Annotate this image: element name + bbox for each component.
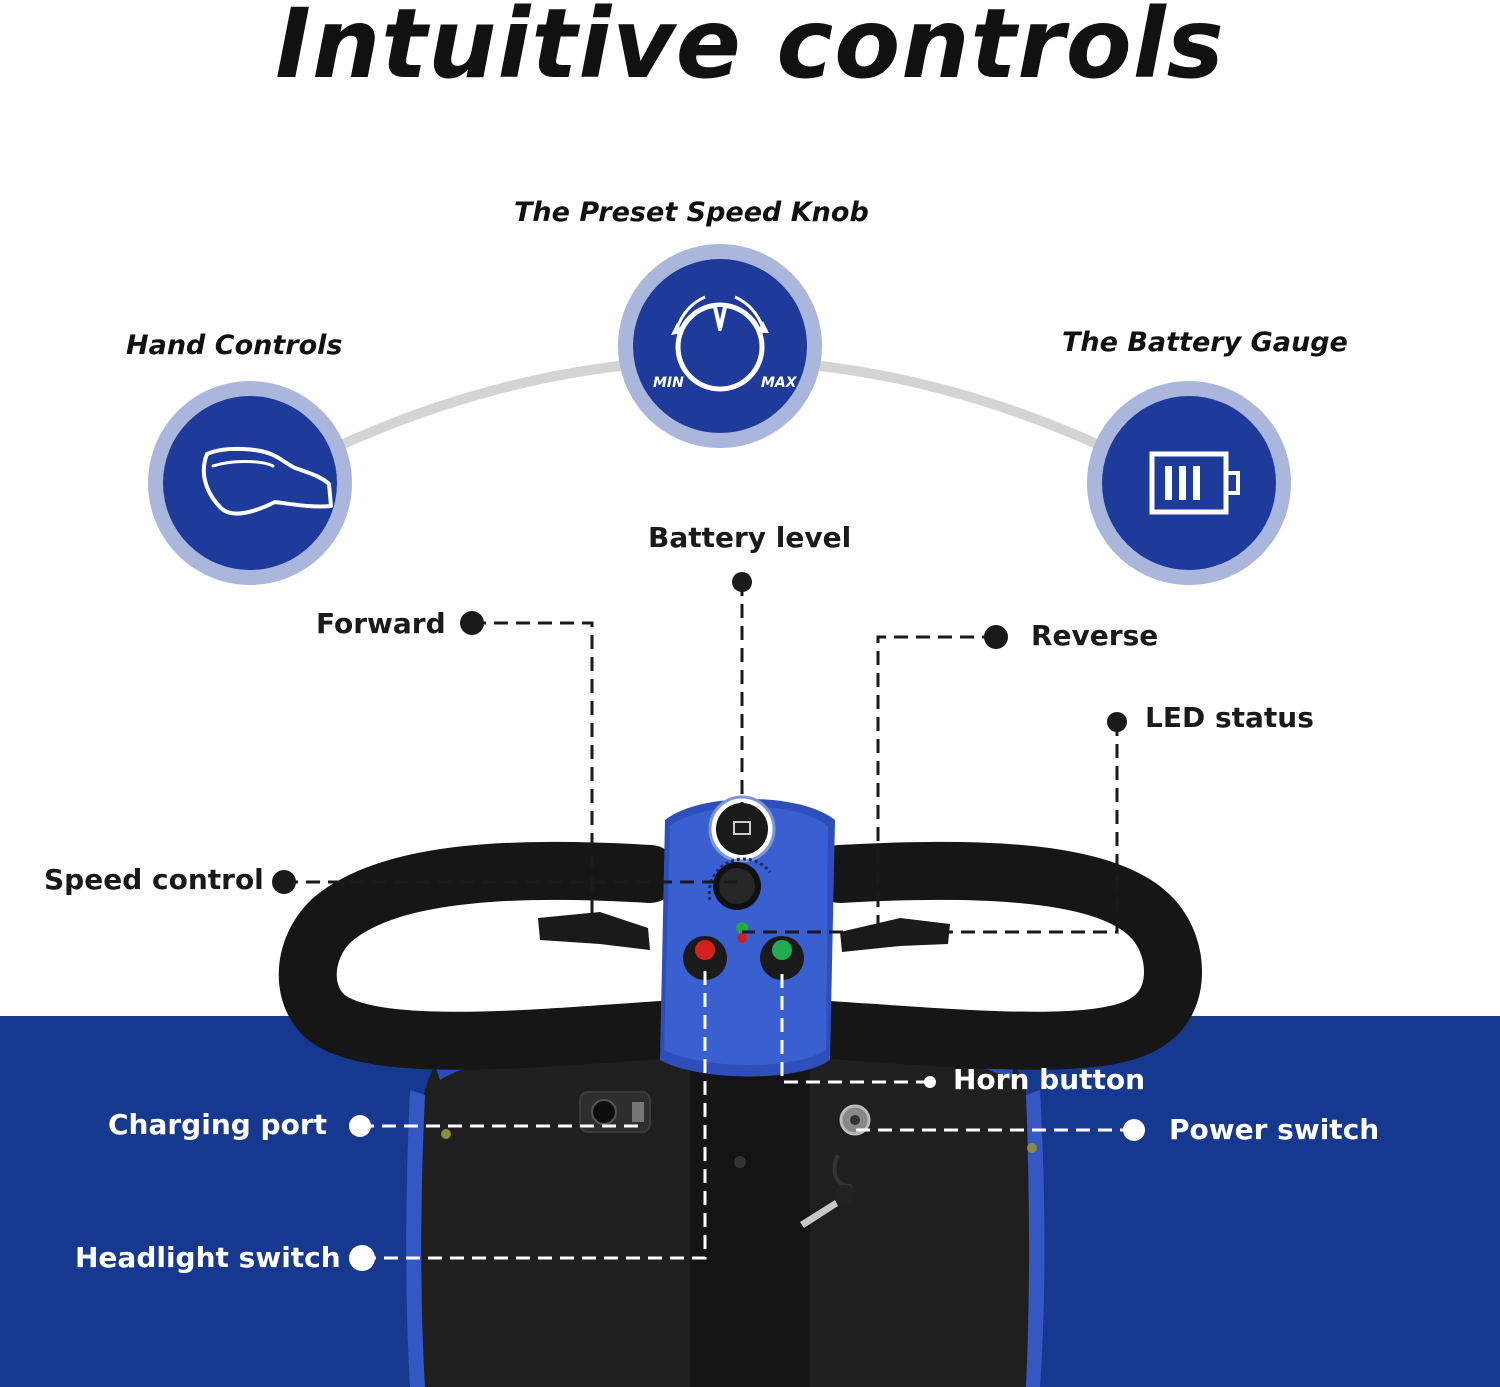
callout-reverse: Reverse xyxy=(1031,619,1159,652)
callout-speed-control: Speed control xyxy=(44,863,264,896)
callout-headlight-switch: Headlight switch xyxy=(75,1241,341,1274)
speed-knob-icon xyxy=(671,295,769,392)
hand-control-icon xyxy=(201,446,333,516)
callout-power-switch: Power switch xyxy=(1169,1113,1380,1146)
knob-max-label: MAX xyxy=(761,375,797,391)
callout-forward: Forward xyxy=(316,607,446,640)
feature-label-battery-gauge: The Battery Gauge xyxy=(1062,327,1348,358)
page-title: Intuitive controls xyxy=(275,0,1225,100)
speed-knob-circle: MIN MAX xyxy=(618,244,822,448)
callout-led-status: LED status xyxy=(1145,701,1314,734)
battery-gauge-circle xyxy=(1087,381,1291,585)
feature-label-hand-controls: Hand Controls xyxy=(126,330,343,361)
knob-min-label: MIN xyxy=(653,375,684,391)
feature-label-speed-knob: The Preset Speed Knob xyxy=(514,197,869,228)
callout-horn-button: Horn button xyxy=(953,1063,1146,1096)
battery-icon xyxy=(1149,451,1240,515)
callout-battery-level: Battery level xyxy=(648,521,852,554)
hand-controls-circle xyxy=(148,381,352,585)
callout-charging-port: Charging port xyxy=(108,1108,328,1141)
